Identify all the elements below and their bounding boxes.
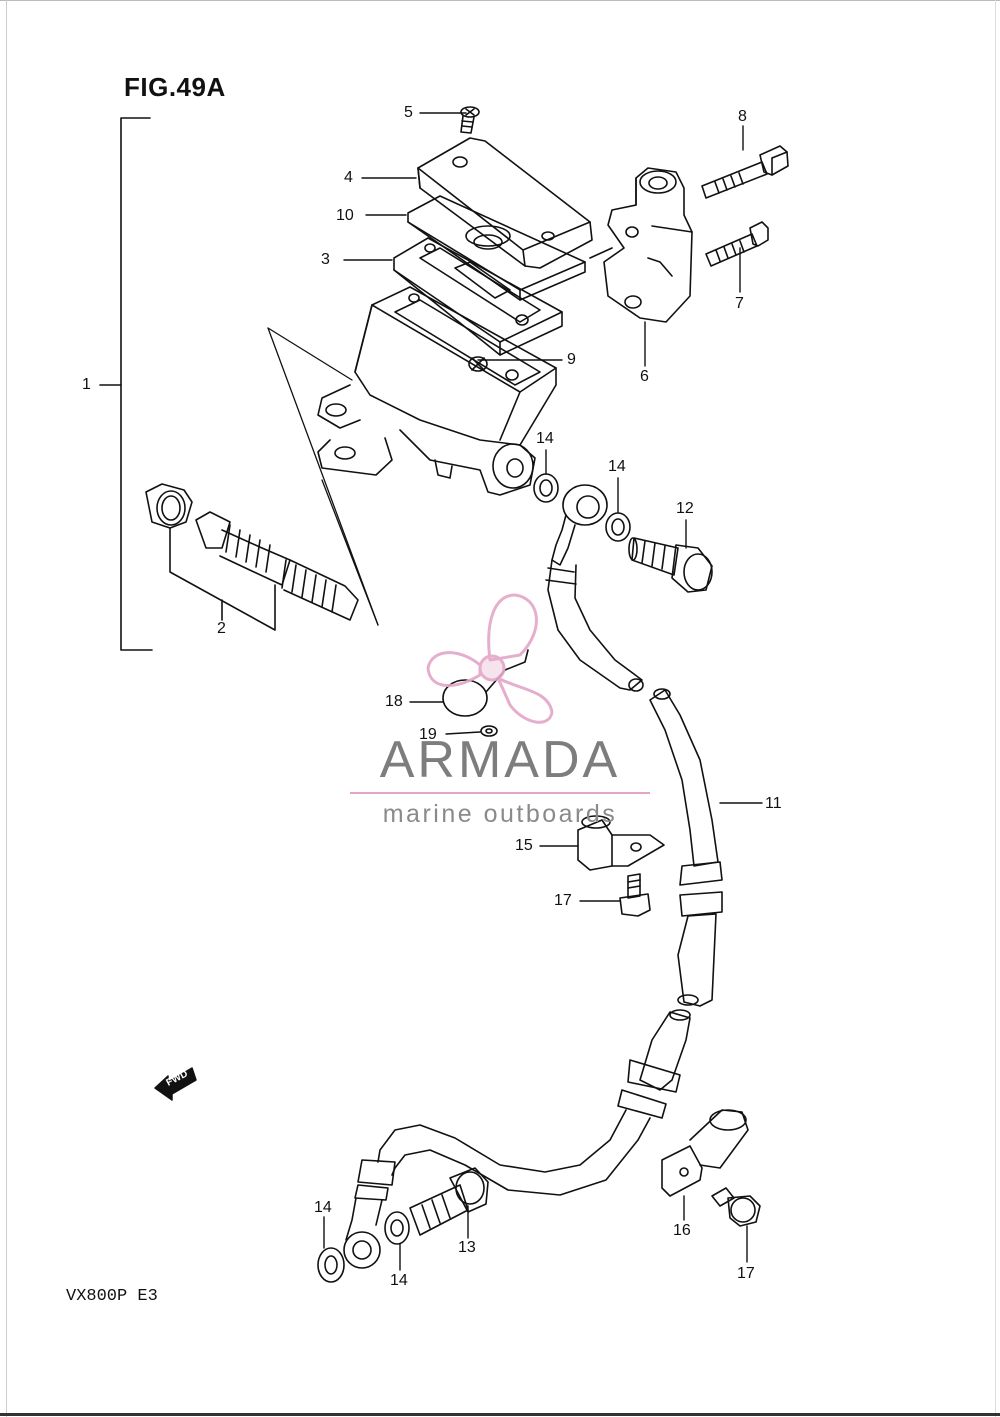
watermark-tagline: marine outboards bbox=[382, 800, 618, 828]
scan-edge-top bbox=[0, 0, 1000, 1]
part-14-washer-upper-right bbox=[605, 512, 631, 542]
part-15-hose-clamp bbox=[577, 815, 665, 871]
model-code: VX800P E3 bbox=[66, 1287, 158, 1306]
callout-7: 7 bbox=[735, 295, 744, 312]
part-17-bolt-upper bbox=[619, 873, 651, 917]
callout-10: 10 bbox=[336, 207, 354, 224]
callout-leader-lines bbox=[323, 112, 763, 1271]
callout-14-upper-right: 14 bbox=[608, 458, 626, 475]
figure-title: FIG.49A bbox=[124, 72, 226, 102]
callout-19: 19 bbox=[419, 726, 437, 743]
part-16-clip bbox=[661, 1109, 749, 1197]
callout-5: 5 bbox=[404, 104, 413, 121]
callout-12: 12 bbox=[676, 500, 694, 517]
banjo-fitting-top bbox=[551, 484, 608, 566]
part-14-washer-lower-right bbox=[384, 1211, 410, 1245]
callout-11: 11 bbox=[765, 795, 782, 812]
part-7-bolt bbox=[705, 221, 769, 267]
callout-2: 2 bbox=[217, 620, 226, 637]
watermark-divider bbox=[350, 792, 650, 794]
callout-17-lower: 17 bbox=[737, 1265, 755, 1282]
part-10-diaphragm bbox=[407, 195, 586, 301]
part-11-brake-hose bbox=[343, 559, 723, 1269]
projection-lines bbox=[267, 327, 379, 626]
scan-edge-left bbox=[6, 0, 7, 1417]
callout-8: 8 bbox=[738, 108, 747, 125]
callout-16: 16 bbox=[673, 1222, 691, 1239]
part-17-bolt-lower bbox=[711, 1187, 761, 1227]
part-14-washer-upper-left bbox=[533, 473, 559, 503]
callout-14-lower-right: 14 bbox=[390, 1272, 408, 1289]
scan-edge-bottom bbox=[0, 1413, 1000, 1416]
part-6-clamp bbox=[589, 167, 693, 323]
part-14-washer-lower-left bbox=[317, 1247, 345, 1283]
master-cylinder-body bbox=[317, 286, 557, 496]
callout-15: 15 bbox=[515, 837, 533, 854]
part-2-piston-set bbox=[145, 483, 359, 621]
assembly-bracket-2 bbox=[169, 527, 276, 631]
callout-6: 6 bbox=[640, 368, 649, 385]
callout-3: 3 bbox=[321, 251, 330, 268]
propeller-logo-icon bbox=[426, 593, 554, 724]
scan-edge-right bbox=[995, 0, 996, 1417]
callout-4: 4 bbox=[344, 169, 353, 186]
callout-17-upper: 17 bbox=[554, 892, 572, 909]
part-12-union-bolt bbox=[628, 537, 713, 593]
assembly-bracket-1 bbox=[99, 117, 153, 651]
part-13-union-bolt bbox=[409, 1167, 489, 1236]
part-5-screw bbox=[460, 106, 480, 134]
part-3-plate bbox=[393, 237, 563, 356]
part-19-washer bbox=[480, 725, 498, 737]
fwd-arrow-icon bbox=[154, 1067, 197, 1101]
watermark-brand: ARMADA bbox=[379, 731, 621, 789]
callout-9: 9 bbox=[567, 351, 576, 368]
callout-14-upper-left: 14 bbox=[536, 430, 554, 447]
callout-14-lower-left: 14 bbox=[314, 1199, 332, 1216]
callout-13: 13 bbox=[458, 1239, 476, 1256]
part-4-reservoir-cap bbox=[417, 137, 593, 269]
callout-1: 1 bbox=[82, 376, 91, 393]
callout-18: 18 bbox=[385, 693, 403, 710]
part-8-bolt bbox=[701, 145, 789, 199]
